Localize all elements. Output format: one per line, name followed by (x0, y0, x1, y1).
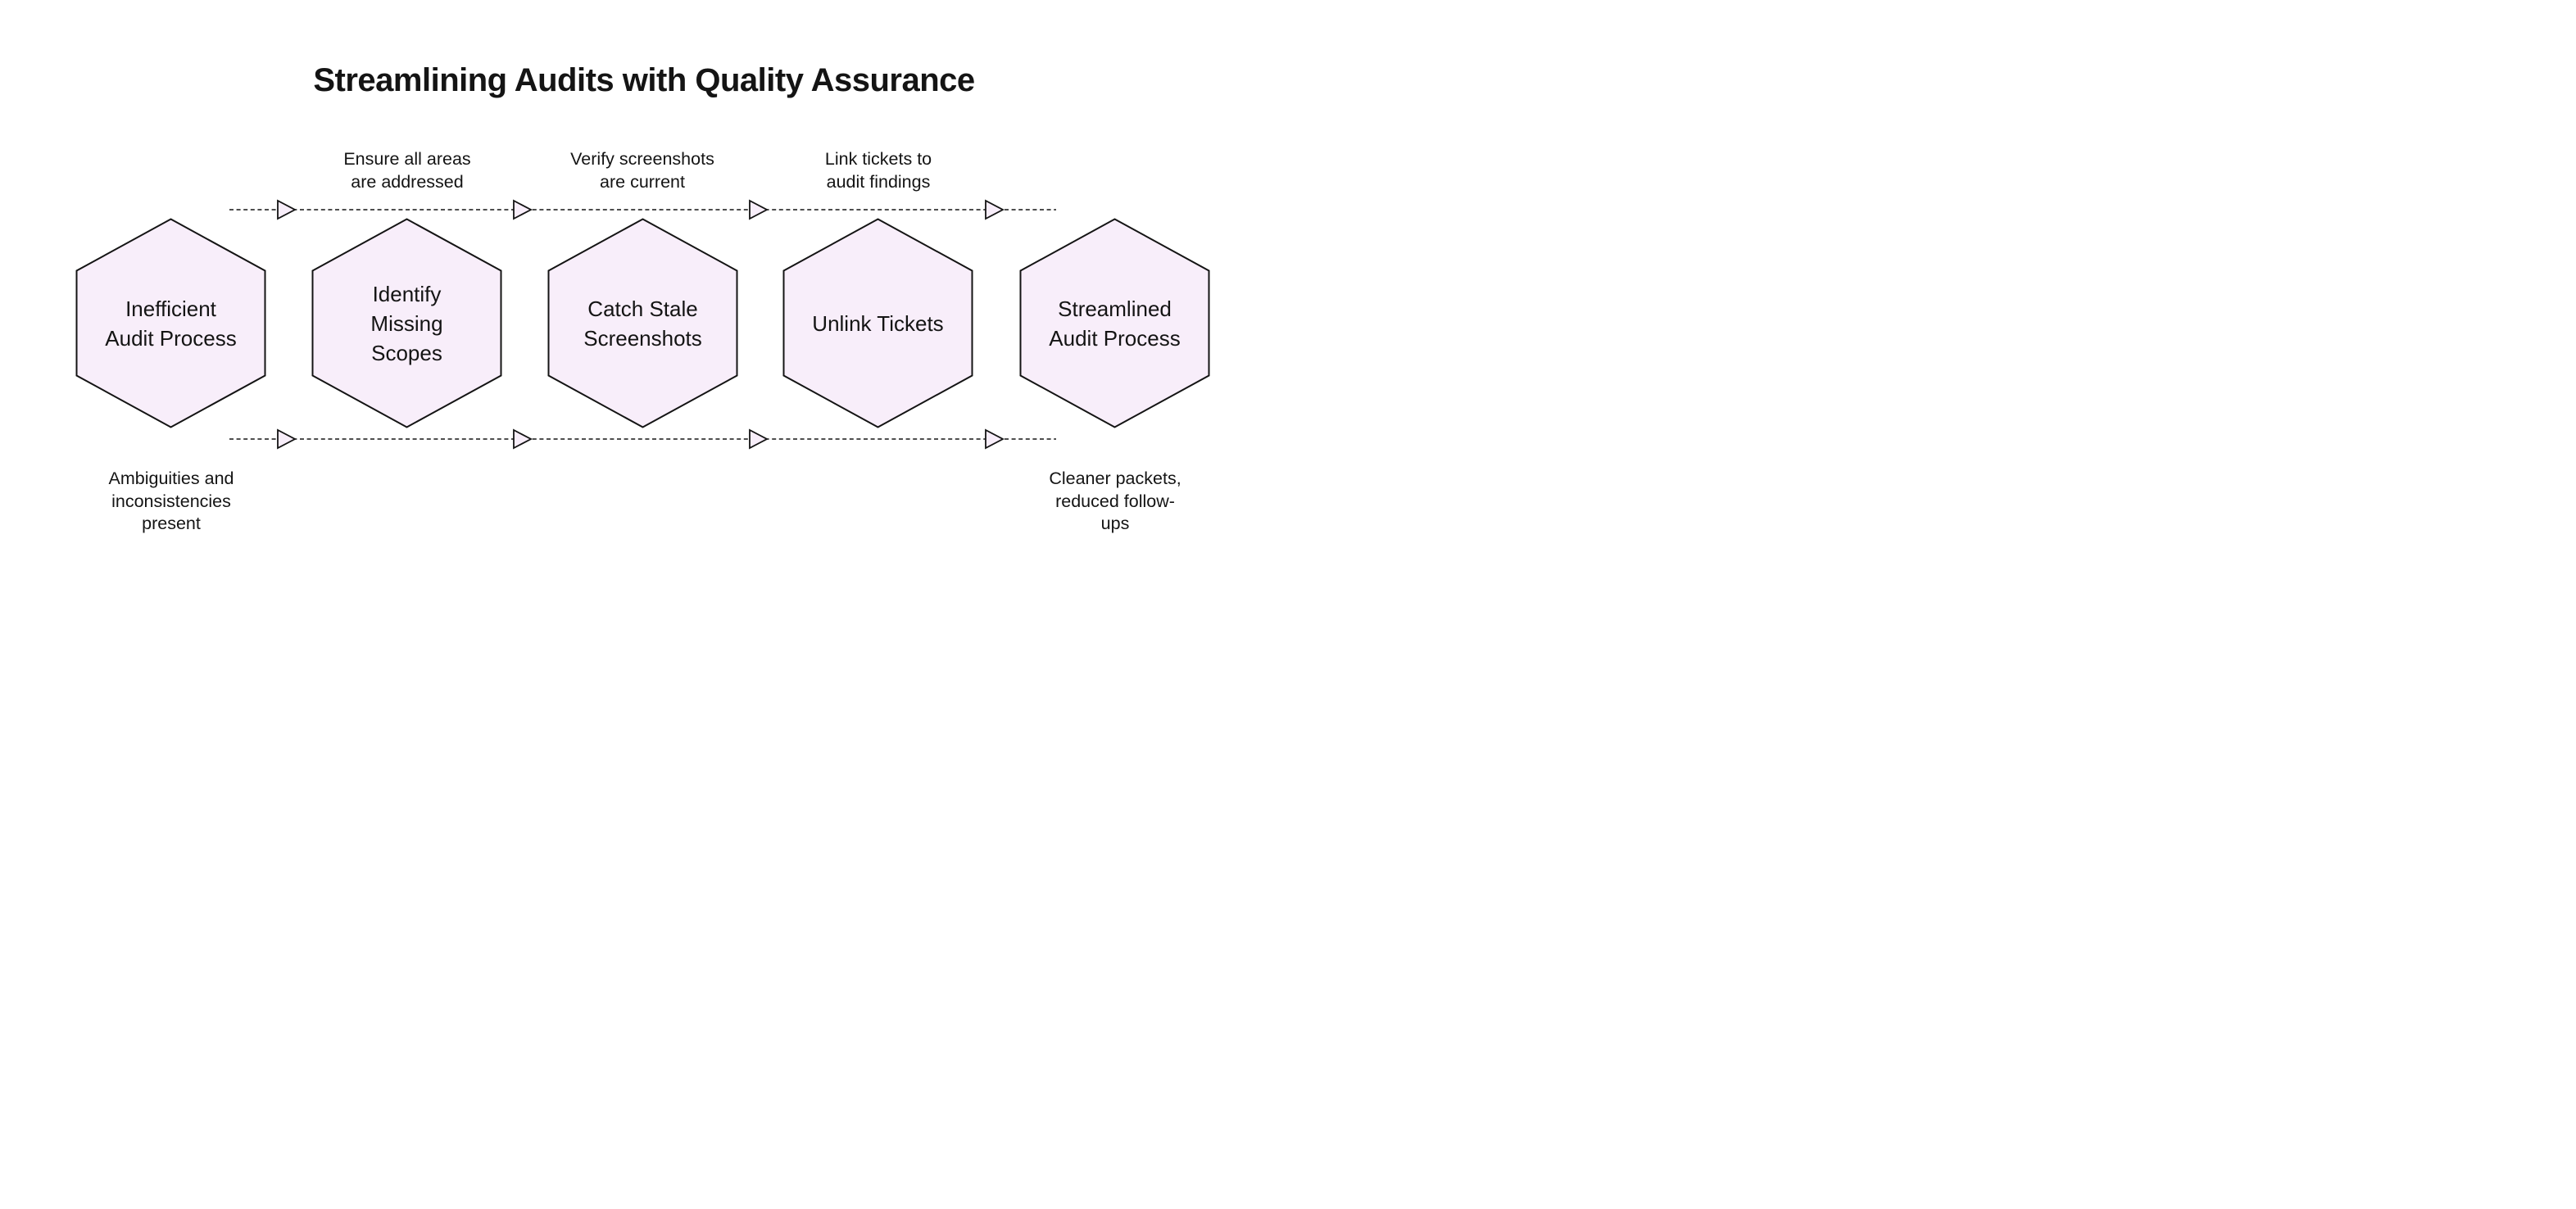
diagram-title: Streamlining Audits with Quality Assuran… (313, 62, 975, 98)
hexagon-shape (311, 218, 502, 428)
step-label: Unlink Tickets (812, 310, 944, 336)
hexagon-shape (547, 218, 738, 428)
connector-label: Ensure all areas are addressed (343, 149, 471, 192)
step-node-identify-missing-scopes: Identify Missing Scopes (311, 218, 502, 428)
diagram-page: Streamlining Audits with Quality Assuran… (0, 0, 1288, 604)
connector-label: Verify screenshots are current (570, 149, 714, 192)
arrowhead-icon (513, 428, 533, 450)
node-caption: Cleaner packets, reduced follow- ups (1049, 469, 1181, 533)
arrowhead-icon (749, 199, 769, 220)
flow-connectors (229, 199, 1056, 450)
hexagon-icon (75, 218, 266, 428)
arrowhead-icon (749, 428, 769, 450)
hexagon-icon (311, 218, 502, 428)
hexagon-shape (782, 218, 973, 428)
step-node-inefficient-audit-process: Inefficient Audit Process (75, 218, 266, 428)
arrowhead-icon (277, 199, 297, 220)
hexagon-icon (1019, 218, 1210, 428)
step-node-catch-stale-screenshots: Catch Stale Screenshots (547, 218, 738, 428)
step-label: Catch Stale Screenshots (583, 296, 702, 351)
step-node-streamlined-audit-process: Streamlined Audit Process (1019, 218, 1210, 428)
connector-label: Link tickets to audit findings (824, 149, 932, 192)
step-label: Streamlined Audit Process (1049, 296, 1181, 351)
arrowhead-icon (985, 199, 1005, 220)
hexagon-icon (782, 218, 973, 428)
hexagon-icon (547, 218, 738, 428)
arrowhead-icon (513, 199, 533, 220)
hexagon-shape (75, 218, 266, 428)
step-node-unlink-tickets: Unlink Tickets (782, 218, 973, 428)
step-label: Identify Missing Scopes (370, 281, 443, 365)
step-label: Inefficient Audit Process (105, 296, 237, 351)
hexagon-shape (1019, 218, 1210, 428)
arrowhead-icon (277, 428, 297, 450)
node-caption: Ambiguities and inconsistencies present (108, 469, 234, 533)
arrowhead-icon (985, 428, 1005, 450)
